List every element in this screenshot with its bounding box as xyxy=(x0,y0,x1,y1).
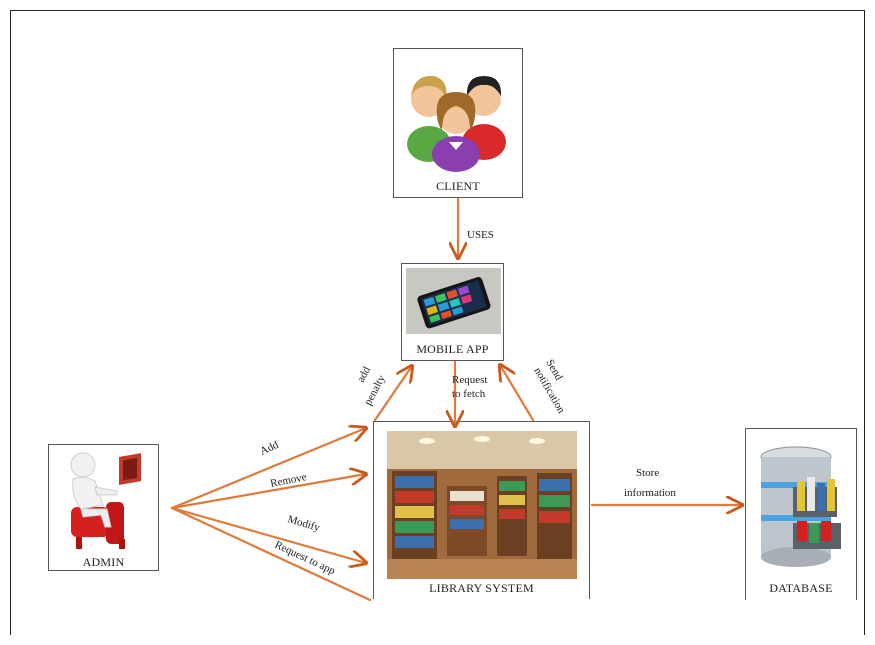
database-label: DATABASE xyxy=(769,581,833,595)
library-photo xyxy=(387,431,577,579)
smartphone-icon xyxy=(406,268,501,334)
admin-person-icon xyxy=(70,452,141,549)
client-node: CLIENT xyxy=(393,48,523,198)
client-people-icon xyxy=(407,75,506,172)
mobile-app-label: MOBILE APP xyxy=(416,342,489,356)
admin-label: ADMIN xyxy=(82,555,125,569)
library-system-node: LIBRARY SYSTEM xyxy=(373,421,590,599)
database-server-icon xyxy=(760,446,841,567)
admin-node: ADMIN xyxy=(48,444,159,571)
library-system-label: LIBRARY SYSTEM xyxy=(429,581,534,595)
database-node: DATABASE xyxy=(745,428,857,600)
mobile-app-node: MOBILE APP xyxy=(401,263,504,361)
client-label: CLIENT xyxy=(436,179,480,193)
diagram-frame xyxy=(10,10,865,635)
